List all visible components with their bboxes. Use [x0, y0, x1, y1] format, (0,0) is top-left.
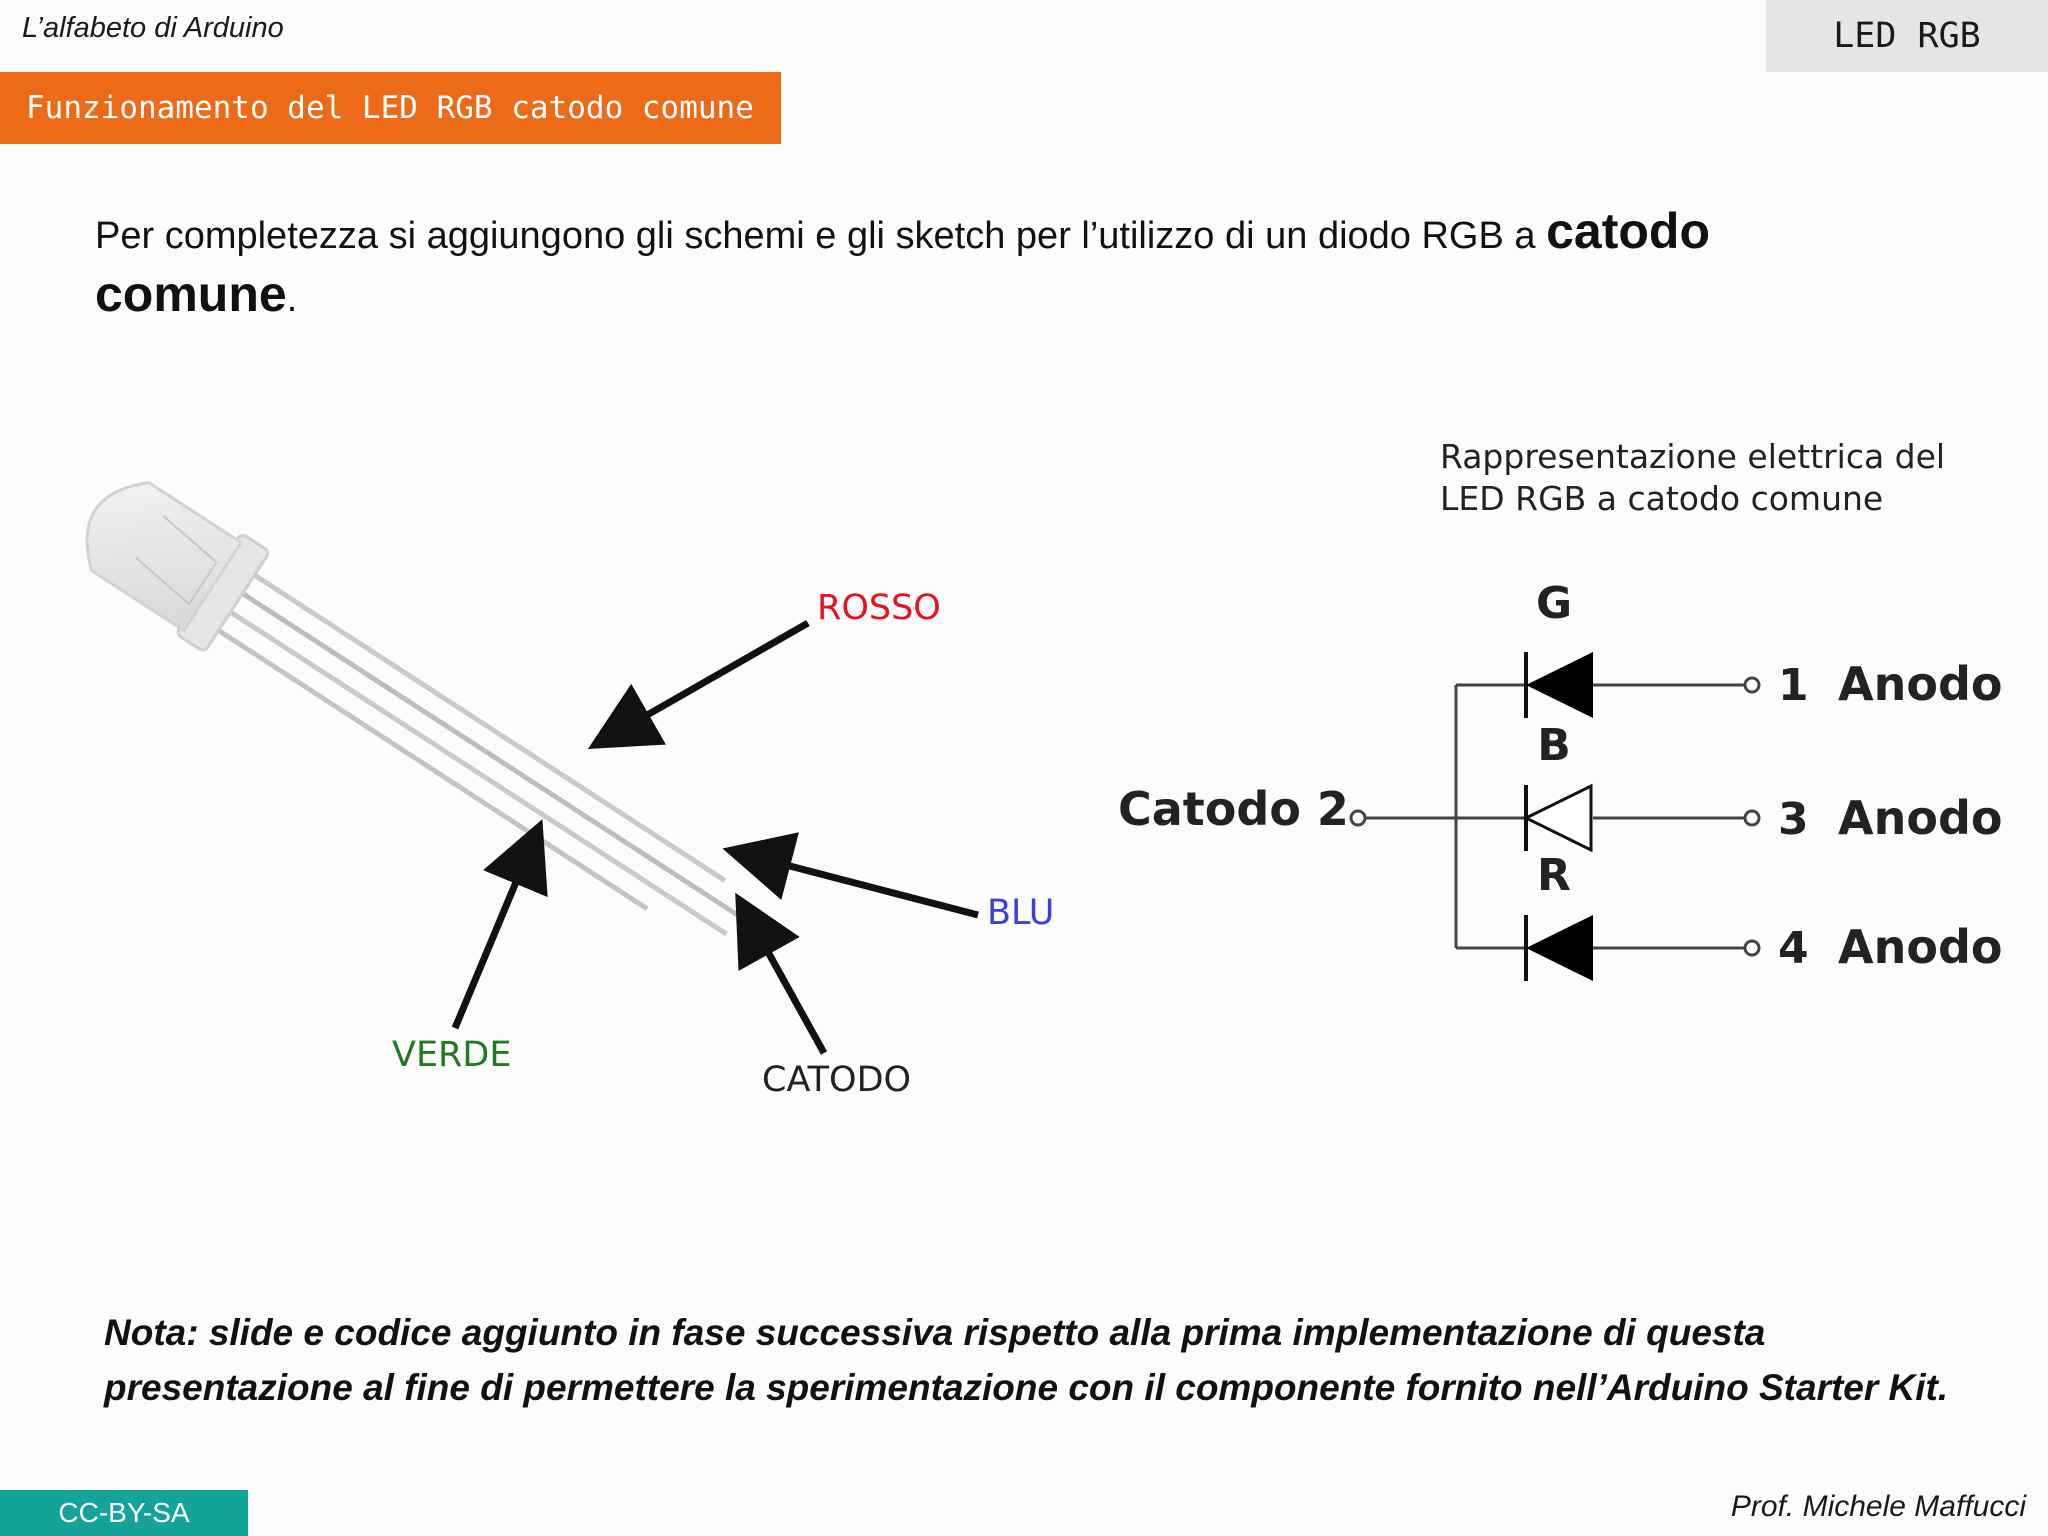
intro-text: Per completezza si aggiungono gli schemi… — [95, 215, 1547, 257]
diode-g-letter: G — [1536, 578, 1572, 629]
arrow-cathode — [735, 892, 828, 1055]
diode-g: G 1 Anodo — [1456, 578, 2002, 718]
topic-tag: LED RGB — [1766, 0, 2048, 72]
schematic-caption-1: Rappresentazione elettrica del — [1440, 437, 1945, 476]
note: Nota: slide e codice aggiunto in fase su… — [104, 1312, 1949, 1408]
label-green: VERDE — [392, 1035, 511, 1075]
diode-b-pin-label: Anodo — [1838, 791, 2002, 845]
diode-b: B 3 Anodo — [1456, 720, 2002, 853]
course-title: L’alfabeto di Arduino — [22, 12, 284, 44]
led-figure: ROSSO BLU VERDE CATODO Rappresentazione … — [85, 437, 2002, 1100]
cathode-label: Catodo 2 — [1118, 782, 1349, 836]
schematic-caption-2: LED RGB a catodo comune — [1440, 479, 1883, 518]
diode-r-pin: 4 — [1778, 923, 1809, 974]
cathode-terminal — [1349, 809, 1367, 827]
diode-b-pin: 3 — [1778, 794, 1809, 845]
license-badge: CC-BY-SA — [0, 1490, 248, 1536]
diode-r-letter: R — [1537, 850, 1571, 901]
author: Prof. Michele Maffucci — [1730, 1490, 2026, 1523]
diode-r: R 4 Anodo — [1456, 850, 2002, 981]
arrow-red — [587, 619, 810, 749]
intro-period: . — [286, 278, 298, 320]
section-banner: Funzionamento del LED RGB catodo comune — [0, 72, 781, 144]
led-body — [85, 481, 757, 936]
arrow-green — [451, 819, 548, 1030]
label-blue: BLU — [987, 893, 1054, 933]
schematic: Rappresentazione elettrica del LED RGB a… — [1118, 437, 2002, 981]
arrow-blue — [722, 832, 979, 919]
diode-g-pin: 1 — [1778, 660, 1809, 711]
intro-bold: catodo comune — [95, 203, 1710, 322]
label-red: ROSSO — [817, 588, 941, 628]
led-photo — [85, 481, 757, 936]
label-cathode: CATODO — [762, 1060, 911, 1100]
diode-r-pin-label: Anodo — [1838, 920, 2002, 974]
intro-paragraph: Per completezza si aggiungono gli schemi… — [95, 202, 1855, 328]
diode-g-pin-label: Anodo — [1838, 657, 2002, 711]
diode-b-letter: B — [1537, 720, 1571, 771]
